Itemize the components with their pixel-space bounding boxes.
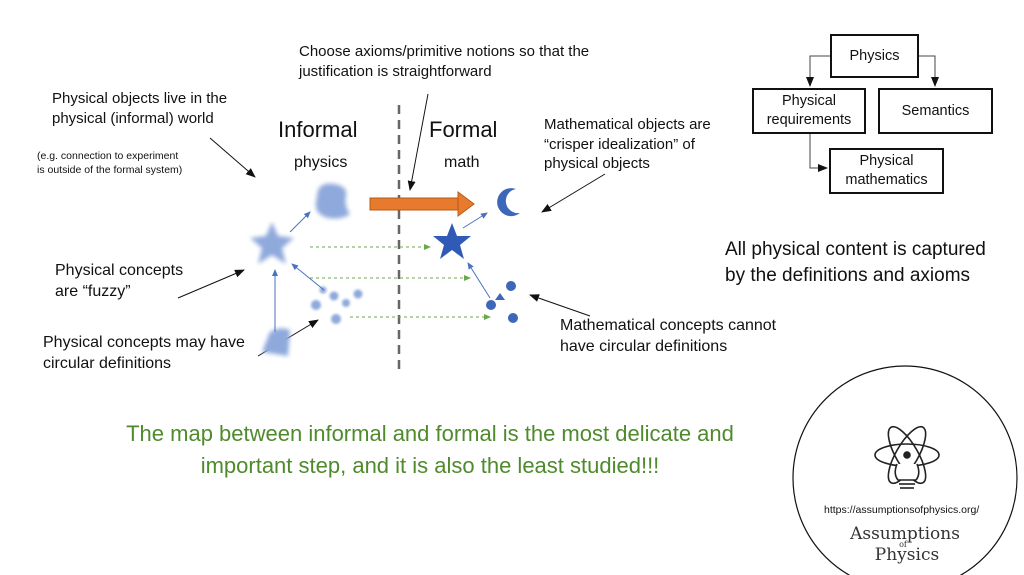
axioms-pointer-arrow [407,93,429,191]
lightbulb-atom-icon [874,425,940,489]
math-objects-pointer-arrow [541,173,606,213]
physical-objects-pointer-arrow [209,137,256,178]
experiment-note: (e.g. connection to experiment is outsid… [37,150,183,177]
math-dots-cluster [486,281,518,323]
informal-subheading: physics [294,154,348,171]
physical-objects-note: Physical objects live in the physical (i… [52,90,228,127]
fuzzy-pointer-arrow [177,269,245,299]
content-statement: All physical content is captured by the … [725,239,986,286]
formal-subheading: math [444,154,480,171]
physical-mathematics-box: Physical mathematics [829,148,944,194]
formal-links [462,212,491,299]
physics-box: Physics [830,34,919,78]
fuzzy-blob-object [315,183,350,219]
fuzzy-physical-shapes [250,183,363,356]
circular-math-pointer-arrow [529,294,591,317]
formalization-arrow [369,191,475,217]
brand-line2: Physics [874,545,940,565]
brand-of: of [899,540,907,549]
math-objects-note: Mathematical objects are “crisper ideali… [544,116,711,172]
logo-circle [792,365,1018,575]
informal-heading: Informal [278,117,358,142]
fuzzy-note: Physical concepts are “fuzzy” [55,262,184,300]
fuzzy-corner-shape [262,328,290,356]
informal-links [272,211,325,332]
mapping-arrows [310,244,491,320]
axioms-note: Choose axioms/primitive notions so that … [299,43,590,80]
brand-line1: Assumptions [850,524,960,544]
fuzzy-star-concept [250,222,294,264]
fuzzy-dots-cluster [311,286,363,324]
formal-heading: Formal [429,117,498,142]
website-url[interactable]: https://assumptionsofphysics.org/ [824,504,980,516]
crescent-moon-object [497,188,520,217]
circular-math-note: Mathematical concepts cannot have circul… [560,317,777,355]
hierarchy-connectors [806,55,939,172]
circular-phys-note: Physical concepts may have circular defi… [43,334,245,372]
crisp-math-shapes [433,188,520,323]
star-concept [433,223,471,259]
semantics-box: Semantics [878,88,993,134]
map-statement: The map between informal and formal is t… [126,421,734,478]
physical-requirements-box: Physical requirements [752,88,866,134]
